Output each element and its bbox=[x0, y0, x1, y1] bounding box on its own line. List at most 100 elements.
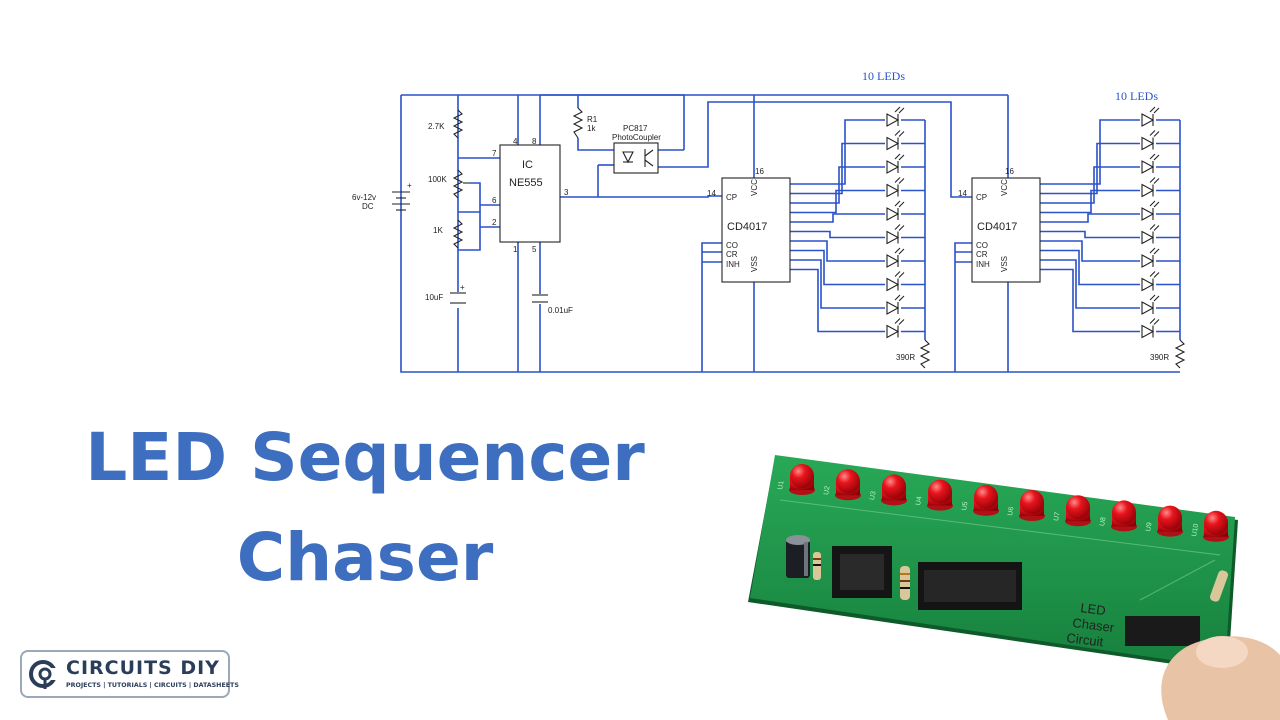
bank2-led-7 bbox=[1141, 247, 1160, 268]
pcb-led-ref: U10 bbox=[1191, 523, 1200, 537]
svg-text:INH: INH bbox=[726, 260, 740, 269]
svg-text:CP: CP bbox=[976, 193, 987, 202]
cd4017-2-name: CD4017 bbox=[977, 221, 1017, 233]
resistor-390r-1 bbox=[919, 339, 931, 369]
bank2-led-10 bbox=[1141, 318, 1160, 339]
bank2-led-3 bbox=[1141, 153, 1160, 174]
pcb-led-ref: U5 bbox=[961, 501, 969, 511]
supply-voltage-label: 6v-12v bbox=[352, 193, 376, 202]
resistor-2.7k-label: 2.7K bbox=[428, 122, 445, 131]
pcb-led-ref: U6 bbox=[1007, 506, 1015, 516]
pcb-led-u4: U4 bbox=[915, 479, 953, 511]
resistor-390r-2-label: 390R bbox=[1150, 353, 1169, 362]
capacitor-10uf-label: 10uF bbox=[425, 293, 443, 302]
svg-text:7: 7 bbox=[492, 149, 497, 158]
svg-text:1: 1 bbox=[513, 245, 518, 254]
logo-cd-icon bbox=[29, 660, 60, 689]
resistor-r1-value: 1k bbox=[587, 124, 596, 133]
board-text-circuit: Circuit bbox=[1066, 630, 1105, 649]
circuits-diy-logo[interactable]: CIRCUITS DIY PROJECTS | TUTORIALS | CIRC… bbox=[20, 650, 239, 698]
svg-text:VCC: VCC bbox=[1000, 179, 1009, 196]
svg-text:8: 8 bbox=[532, 137, 537, 146]
bank1-led-3 bbox=[886, 153, 905, 174]
svg-text:INH: INH bbox=[976, 260, 990, 269]
bank1-led-4 bbox=[886, 177, 905, 198]
pcb-led-ref: U8 bbox=[1099, 517, 1107, 527]
svg-text:2: 2 bbox=[492, 218, 497, 227]
led-bank-2-wires bbox=[1040, 119, 1180, 333]
resistor-r1 bbox=[572, 107, 584, 139]
hand-thumb-nail bbox=[1125, 616, 1200, 646]
logo-tagline: PROJECTS | TUTORIALS | CIRCUITS | DATASH… bbox=[66, 682, 239, 689]
bank2-led-1 bbox=[1141, 106, 1160, 127]
svg-text:14: 14 bbox=[958, 189, 967, 198]
svg-text:14: 14 bbox=[707, 189, 716, 198]
svg-text:16: 16 bbox=[1005, 167, 1014, 176]
svg-text:16: 16 bbox=[755, 167, 764, 176]
svg-text:VSS: VSS bbox=[750, 256, 759, 272]
cd4017-ic bbox=[918, 562, 1022, 610]
bank1-led-8 bbox=[886, 271, 905, 292]
resistor-390r-1-label: 390R bbox=[896, 353, 915, 362]
circuit-schematic: + 6v-12v DC 2.7K 100K 1K + 10uF 0.01uF I… bbox=[352, 69, 1186, 373]
bank1-led-7 bbox=[886, 247, 905, 268]
pcb-led-u8: U8 bbox=[1099, 500, 1137, 532]
svg-text:CO: CO bbox=[976, 241, 988, 250]
logo-name: CIRCUITS DIY bbox=[66, 657, 220, 679]
capacitor-10uf: + bbox=[449, 283, 467, 308]
resistor-390r-2 bbox=[1174, 339, 1186, 369]
resistor-1k-label: 1K bbox=[433, 226, 443, 235]
board-text-led: LED bbox=[1080, 600, 1107, 618]
bank2-led-8 bbox=[1141, 271, 1160, 292]
title-line-1: LED Sequencer bbox=[85, 419, 645, 496]
svg-text:5: 5 bbox=[532, 245, 537, 254]
pc817-label: PC817 bbox=[623, 124, 648, 133]
bank1-led-2 bbox=[886, 130, 905, 151]
svg-text:6: 6 bbox=[492, 196, 497, 205]
pcb-led-u5: U5 bbox=[961, 484, 999, 516]
led-bank-1-wires bbox=[790, 119, 925, 333]
pcb-led-ref: U9 bbox=[1145, 522, 1153, 532]
led-bank-1-label: 10 LEDs bbox=[862, 69, 905, 83]
ne555-ic-socket bbox=[832, 546, 892, 598]
led-bank-2-label: 10 LEDs bbox=[1115, 89, 1158, 103]
supply-type-label: DC bbox=[362, 202, 374, 211]
pcb-led-u1: U1 bbox=[777, 464, 815, 495]
electrolytic-capacitor bbox=[786, 535, 810, 578]
resistor-component-3 bbox=[1209, 570, 1229, 602]
pcb-led-u9: U9 bbox=[1145, 505, 1183, 537]
pcb-led-u2: U2 bbox=[823, 469, 861, 501]
ne555-chip bbox=[499, 144, 561, 243]
bank2-led-2 bbox=[1141, 130, 1160, 151]
svg-text:+: + bbox=[407, 181, 412, 190]
pcb-led-u7: U7 bbox=[1053, 495, 1091, 527]
pcb-led-ref: U4 bbox=[915, 496, 923, 506]
svg-text:VSS: VSS bbox=[1000, 256, 1009, 272]
led-bank-2 bbox=[1141, 106, 1160, 339]
bank2-led-5 bbox=[1141, 200, 1160, 221]
cd4017-chip-1 bbox=[721, 177, 791, 283]
pcb-led-u6: U6 bbox=[1007, 490, 1045, 521]
capacitor-0.01uf bbox=[531, 294, 549, 304]
svg-text:CP: CP bbox=[726, 193, 737, 202]
bank2-led-6 bbox=[1141, 224, 1160, 245]
bank1-led-1 bbox=[886, 106, 905, 127]
resistor-2.7k bbox=[452, 109, 464, 139]
board-text-chaser: Chaser bbox=[1072, 615, 1116, 635]
svg-text:4: 4 bbox=[513, 137, 518, 146]
ne555-prefix: IC bbox=[522, 159, 533, 171]
led-bank-1 bbox=[886, 106, 905, 339]
hand bbox=[1161, 636, 1280, 720]
svg-text:CO: CO bbox=[726, 241, 738, 250]
photocoupler-label: PhotoCoupler bbox=[612, 133, 661, 142]
svg-text:CR: CR bbox=[726, 250, 738, 259]
svg-text:CR: CR bbox=[976, 250, 988, 259]
svg-text:+: + bbox=[460, 283, 465, 292]
pcb-led-ref: U2 bbox=[823, 485, 831, 495]
cd4017-chip-2 bbox=[971, 177, 1041, 283]
resistor-component-1 bbox=[813, 552, 821, 580]
cd4017-1-name: CD4017 bbox=[727, 221, 767, 233]
bank2-led-9 bbox=[1141, 294, 1160, 315]
